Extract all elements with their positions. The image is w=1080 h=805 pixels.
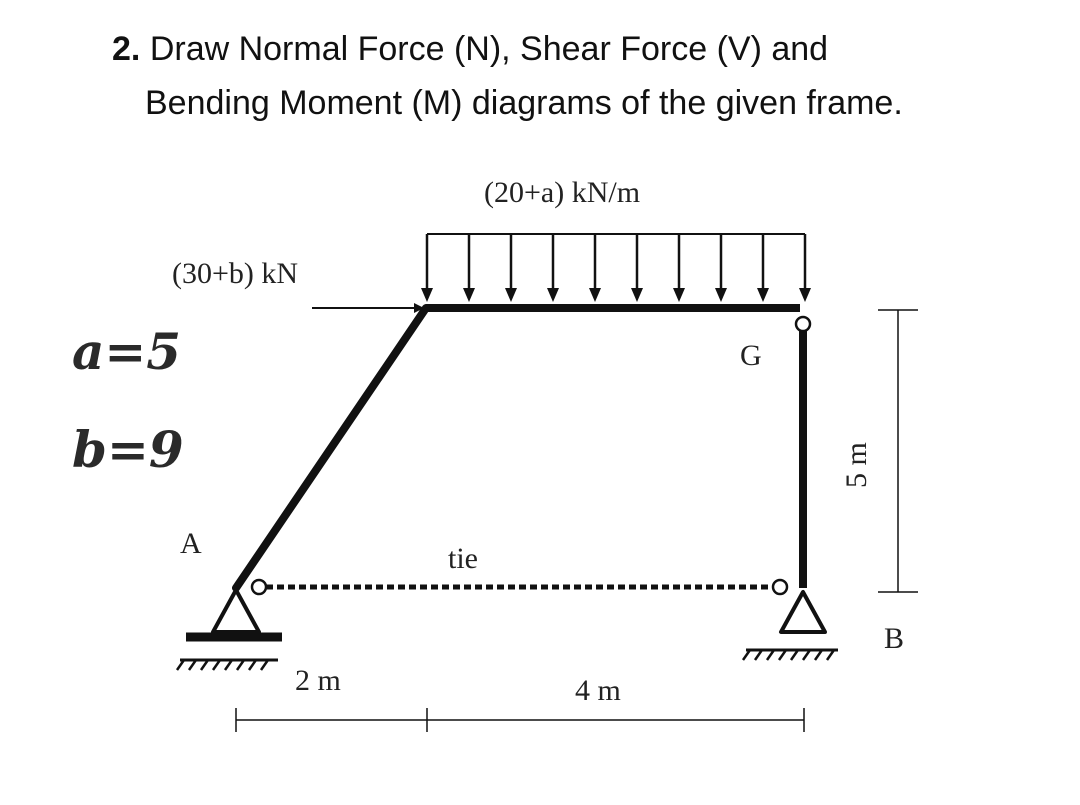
horizontal-dimension <box>235 708 805 732</box>
node-g-label: G <box>740 339 762 372</box>
load-arrow-head <box>631 288 643 302</box>
load-arrow-head <box>757 288 769 302</box>
distributed-load-label: (20+a) kN/m <box>484 176 640 209</box>
dim-left-label: 2 m <box>295 664 341 697</box>
param-a: a=5 <box>72 322 182 381</box>
frame-members <box>232 304 807 592</box>
load-arrow-head <box>463 288 475 302</box>
tie-hinge-left <box>250 578 268 596</box>
support-b <box>741 590 838 661</box>
dim-right-label: 4 m <box>575 674 621 707</box>
node-b-label: B <box>884 622 904 655</box>
load-arrow-head <box>421 288 433 302</box>
inclined-member <box>232 304 430 592</box>
node-a-label: A <box>180 527 202 560</box>
vertical-dimension <box>878 309 918 593</box>
tie-hinge-right <box>771 578 789 596</box>
dim-height-label: 5 m <box>840 442 873 488</box>
question-line-1: 2. Draw Normal Force (N), Shear Force (V… <box>112 30 828 69</box>
load-arrow-head <box>673 288 685 302</box>
hinge-g <box>794 315 812 333</box>
point-load-label: (30+b) kN <box>172 257 298 290</box>
load-arrow-head <box>799 288 811 302</box>
load-arrow-head <box>547 288 559 302</box>
question-text-1: Draw Normal Force (N), Shear Force (V) a… <box>149 30 829 68</box>
distributed-load <box>421 233 811 302</box>
param-b: b=9 <box>72 420 184 479</box>
support-a <box>175 588 282 671</box>
question-number: 2. <box>112 30 141 68</box>
load-arrow-head <box>589 288 601 302</box>
load-arrows <box>421 234 811 302</box>
load-arrow-head <box>715 288 727 302</box>
tie-label: tie <box>448 542 478 575</box>
load-arrow-head <box>505 288 517 302</box>
question-line-2: Bending Moment (M) diagrams of the given… <box>145 84 903 122</box>
